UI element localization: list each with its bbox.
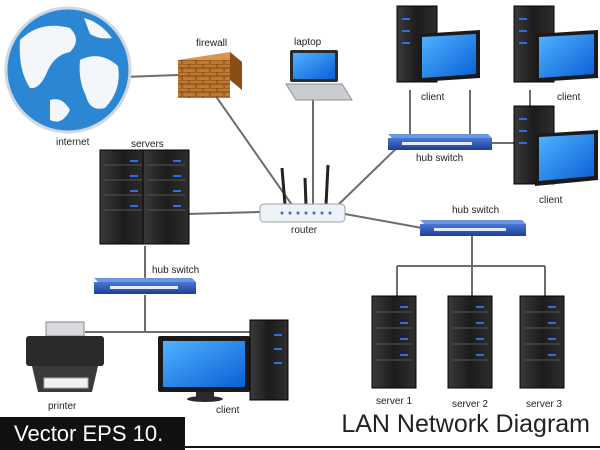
router-icon: [259, 164, 346, 223]
label-server-3: server 3: [526, 399, 563, 410]
label-client-bottom: client: [216, 405, 240, 416]
servers-icon: [99, 149, 190, 245]
server-2-icon: [447, 295, 493, 389]
label-server-2: server 2: [452, 399, 489, 410]
label-router: router: [291, 225, 318, 236]
server-3-icon: [519, 295, 565, 389]
client-top-right-icon: [513, 5, 598, 83]
hub-switch-left-icon: [94, 278, 196, 294]
laptop-icon: [285, 50, 353, 101]
label-client-top-left: client: [421, 92, 445, 103]
connection-lines: [85, 74, 546, 333]
label-servers: servers: [131, 139, 164, 150]
client-top-left-icon: [396, 5, 480, 83]
hub-switch-right-icon: [420, 220, 526, 236]
firewall-icon: [178, 52, 242, 98]
label-printer: printer: [48, 401, 77, 412]
link-router-hubswitch-top: [337, 139, 406, 206]
link-firewall-router: [214, 94, 293, 206]
label-laptop: laptop: [294, 37, 322, 48]
label-hub-switch-right: hub switch: [452, 205, 499, 216]
link-router-hubswitch-right: [344, 213, 423, 229]
label-internet: internet: [56, 137, 90, 148]
footer-badge: Vector EPS 10.: [0, 417, 185, 450]
link-router-servers: [186, 211, 261, 215]
link-internet-firewall: [121, 74, 179, 78]
label-hub-switch-top: hub switch: [416, 153, 463, 164]
label-server-1: server 1: [376, 396, 413, 407]
hub-switch-top-icon: [388, 134, 492, 150]
footer-rule: [185, 446, 600, 448]
label-hub-switch-left: hub switch: [152, 265, 199, 276]
printer-icon: [26, 321, 104, 392]
server-1-icon: [371, 295, 417, 389]
client-bottom-icon: [158, 319, 289, 402]
client-middle-right-icon: [513, 105, 598, 186]
label-client-middle-right: client: [539, 195, 563, 206]
label-client-top-right: client: [557, 92, 581, 103]
diagram-title: LAN Network Diagram: [341, 410, 590, 438]
internet-globe-icon: [4, 6, 132, 134]
label-firewall: firewall: [196, 38, 227, 49]
